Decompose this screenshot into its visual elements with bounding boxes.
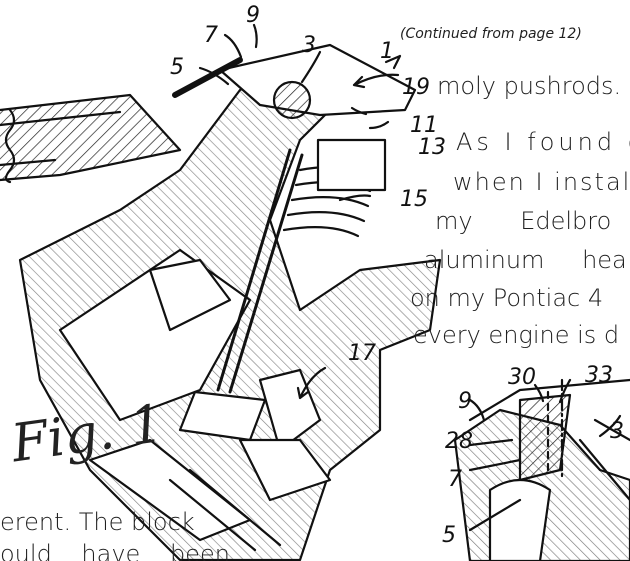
ref2-28: 28: [445, 429, 473, 454]
ref-17: 17: [348, 341, 376, 366]
ref-7: 7: [204, 23, 218, 48]
continued-note: (Continued from page 12): [400, 26, 582, 42]
ref2-7: 7: [448, 467, 462, 492]
article-line: As I found o: [456, 128, 630, 156]
ref-1: 1: [380, 39, 394, 64]
ref-11: 11: [410, 113, 438, 138]
article-line: when I instal: [453, 168, 630, 196]
ref-15: 15: [400, 187, 428, 212]
article-line: moly pushrods.: [437, 72, 622, 100]
article-line: my Edelbro: [435, 207, 612, 235]
ref2-5: 5: [442, 523, 456, 548]
ref-9: 9: [246, 3, 260, 28]
ref-19: 19: [402, 75, 430, 100]
ref2-30: 30: [508, 365, 536, 390]
ref-3: 3: [302, 33, 316, 58]
ref2-9: 9: [458, 389, 472, 414]
article-line: every engine is d: [413, 321, 620, 349]
ref2-33: 33: [585, 363, 613, 388]
article-line: ould have been: [0, 540, 230, 561]
article-line: on my Pontiac 4: [410, 284, 604, 312]
article-line: erent. The block: [0, 508, 195, 536]
article-line: aluminum hea: [424, 246, 627, 274]
ref-13: 13: [418, 135, 446, 160]
ref2-3: 3: [610, 419, 624, 444]
ref-5: 5: [170, 55, 184, 80]
